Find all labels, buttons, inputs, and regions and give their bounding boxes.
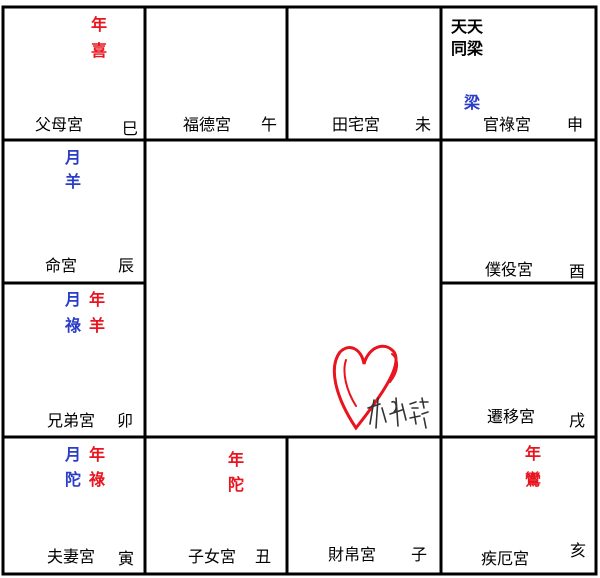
star-yue: 月 bbox=[65, 148, 82, 167]
earthly-branch: 丑 bbox=[255, 547, 272, 566]
main-star-bottom: 同梁 bbox=[451, 39, 484, 58]
star-nian: 年 bbox=[228, 450, 245, 469]
palace-name: 僕役宮 bbox=[485, 260, 534, 279]
palace-tianzhai: 田宅宮 未 bbox=[287, 7, 441, 140]
palace-puyi: 僕役宮 酉 bbox=[441, 140, 596, 283]
star-xi: 喜 bbox=[91, 41, 108, 60]
sihua-star: 梁 bbox=[464, 93, 481, 112]
palace-fumu: 年 喜 父母宮 巳 bbox=[3, 7, 145, 140]
palace-fude: 福德宮 午 bbox=[145, 7, 287, 140]
earthly-branch: 申 bbox=[567, 115, 584, 134]
star-yang: 羊 bbox=[65, 172, 82, 191]
star-yang: 羊 bbox=[89, 316, 106, 335]
earthly-branch: 辰 bbox=[118, 256, 135, 275]
palace-name: 疾厄宮 bbox=[481, 549, 530, 568]
palace-caibo: 財帛宮 子 bbox=[287, 437, 441, 574]
palace-guanlu: 天天 同梁 梁 官祿宮 申 bbox=[441, 7, 596, 140]
star-tuo: 陀 bbox=[65, 470, 82, 489]
palace-name: 福德宮 bbox=[183, 115, 232, 134]
palace-name: 官祿宮 bbox=[483, 115, 532, 134]
palace-name: 兄弟宮 bbox=[47, 411, 96, 430]
palace-name: 財帛宮 bbox=[328, 545, 377, 564]
earthly-branch: 戌 bbox=[569, 411, 586, 430]
earthly-branch: 子 bbox=[411, 545, 428, 564]
main-star-top: 天天 bbox=[451, 17, 484, 36]
earthly-branch: 巳 bbox=[122, 119, 139, 138]
star-luan: 鸞 bbox=[525, 470, 542, 489]
star-tuo: 陀 bbox=[228, 475, 245, 494]
palace-jie: 年 鸞 疾厄宮 亥 bbox=[441, 437, 596, 574]
palace-qianyi: 遷移宮 戌 bbox=[441, 283, 596, 437]
earthly-branch: 寅 bbox=[118, 549, 135, 568]
star-nian: 年 bbox=[89, 445, 106, 464]
earthly-branch: 未 bbox=[415, 115, 432, 134]
star-yue: 月 bbox=[65, 445, 82, 464]
palace-name: 夫妻宮 bbox=[47, 547, 96, 566]
palace-name: 遷移宮 bbox=[487, 407, 536, 426]
palace-fuqi: 月 年 陀 祿 夫妻宮 寅 bbox=[3, 437, 145, 574]
earthly-branch: 卯 bbox=[117, 411, 134, 430]
star-lu: 祿 bbox=[65, 316, 82, 335]
star-nian: 年 bbox=[525, 444, 542, 463]
star-yue: 月 bbox=[65, 290, 82, 309]
palace-ming: 月 羊 命宮 辰 bbox=[3, 140, 145, 283]
earthly-branch: 酉 bbox=[569, 262, 586, 281]
palace-name: 父母宮 bbox=[35, 115, 84, 134]
palace-zinv: 年 陀 子女宮 丑 bbox=[145, 437, 287, 574]
star-nian: 年 bbox=[91, 15, 108, 34]
star-lu: 祿 bbox=[89, 470, 106, 489]
palace-name: 子女宮 bbox=[188, 547, 237, 566]
star-nian: 年 bbox=[89, 290, 106, 309]
palace-xiongdi: 月 年 祿 羊 兄弟宮 卯 bbox=[3, 283, 145, 437]
palace-name: 田宅宮 bbox=[332, 115, 381, 134]
palace-name: 命宮 bbox=[45, 256, 78, 275]
earthly-branch: 午 bbox=[261, 115, 278, 134]
earthly-branch: 亥 bbox=[570, 541, 587, 560]
heart-signature-logo bbox=[332, 344, 429, 431]
